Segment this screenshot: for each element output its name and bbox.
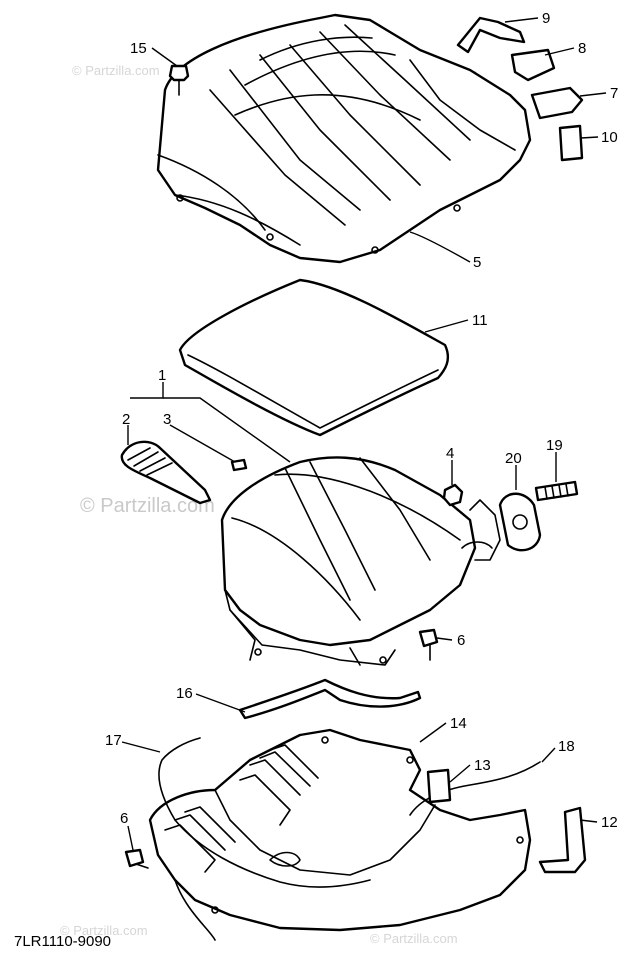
callout-19: 19 xyxy=(546,437,563,454)
callout-5: 5 xyxy=(473,254,481,271)
callout-8: 8 xyxy=(578,40,586,57)
callout-17: 17 xyxy=(105,732,122,749)
bolt-15-part xyxy=(168,64,190,96)
callout-3: 3 xyxy=(163,411,171,428)
callout-6-lower: 6 xyxy=(120,810,128,827)
seal-16-part xyxy=(238,678,422,720)
watermark-center: © Partzilla.com xyxy=(80,495,215,517)
watermark-bottom-right: © Partzilla.com xyxy=(370,931,458,946)
callout-1: 1 xyxy=(158,367,166,384)
callout-11: 11 xyxy=(472,312,488,329)
callout-13: 13 xyxy=(474,757,491,774)
callout-6-upper: 6 xyxy=(457,632,465,649)
screw-3-part xyxy=(230,458,248,472)
callout-2: 2 xyxy=(122,411,130,428)
watermark-top-left: © Partzilla.com xyxy=(72,63,160,78)
callout-4: 4 xyxy=(446,445,454,462)
bolt-6-upper-part xyxy=(418,628,439,661)
gasket-20-part xyxy=(498,492,542,552)
callout-10: 10 xyxy=(601,129,618,146)
seal-18-part xyxy=(409,761,541,816)
callout-7: 7 xyxy=(610,85,618,102)
leader-lines xyxy=(121,17,607,851)
foam-7-part xyxy=(530,86,584,120)
callout-18: 18 xyxy=(558,738,575,755)
pad-13-part xyxy=(426,768,452,804)
foam-10-part xyxy=(558,124,584,162)
callout-15: 15 xyxy=(130,40,147,57)
watermark-bottom-left: © Partzilla.com xyxy=(60,923,148,938)
upper-cover-part xyxy=(156,13,532,264)
callout-14: 14 xyxy=(450,715,467,732)
lower-case-14-part xyxy=(148,728,532,941)
bolt-6-lower-part xyxy=(124,848,149,869)
clip-9-part xyxy=(456,16,526,54)
stud-19-part xyxy=(534,480,579,502)
filter-element-11-part xyxy=(178,278,450,437)
callout-16: 16 xyxy=(176,685,193,702)
callout-20: 20 xyxy=(505,450,522,467)
foam-8-part xyxy=(510,48,556,82)
diagram-code: 7LR1110-9090 xyxy=(14,933,111,950)
callout-9: 9 xyxy=(542,10,550,27)
seal-17-part xyxy=(158,737,371,888)
bracket-12-part xyxy=(538,806,587,874)
callout-12: 12 xyxy=(601,814,618,831)
air-cleaner-case-1-part xyxy=(220,456,501,666)
nut-4-part xyxy=(442,483,464,507)
breather-2-part xyxy=(120,440,212,505)
